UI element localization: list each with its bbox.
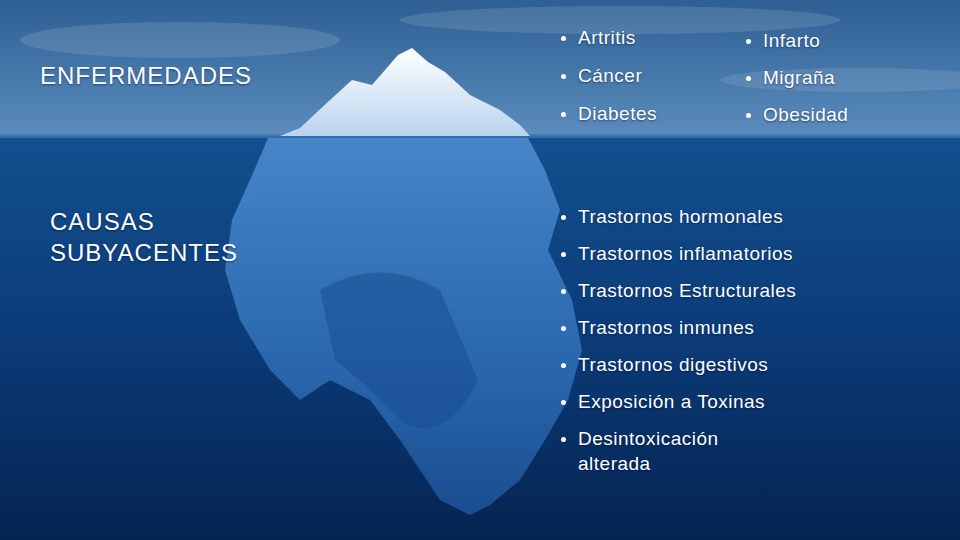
section-heading: ENFERMEDADES bbox=[40, 60, 340, 91]
bullet-dot bbox=[561, 363, 566, 368]
label-text: Diabetes bbox=[578, 103, 657, 124]
cause-item: Trastornos inmunes bbox=[578, 316, 918, 341]
bullet-dot bbox=[561, 437, 566, 442]
label-text: Trastornos inflamatorios bbox=[578, 243, 793, 264]
label-text: Trastornos inmunes bbox=[578, 317, 754, 338]
label-text: Trastornos Estructurales bbox=[578, 280, 796, 301]
label-text: Exposición a Toxinas bbox=[578, 391, 765, 412]
cause-item: Desintoxicación alterada bbox=[578, 427, 778, 476]
label-text: Infarto bbox=[763, 30, 820, 51]
disease-item: Obesidad bbox=[763, 103, 943, 128]
bullet-dot bbox=[561, 74, 566, 79]
sky bbox=[0, 0, 960, 136]
bullet-dot bbox=[746, 113, 751, 118]
iceberg-cavity bbox=[320, 273, 478, 429]
label-text: Cáncer bbox=[578, 65, 642, 86]
bullet-dot bbox=[561, 289, 566, 294]
label-text: Desintoxicación alterada bbox=[578, 428, 719, 474]
iceberg-underwater bbox=[225, 138, 582, 515]
cause-item: Exposición a Toxinas bbox=[578, 390, 918, 415]
cloud bbox=[20, 22, 340, 58]
bullet-dot bbox=[561, 400, 566, 405]
bullet-dot bbox=[561, 112, 566, 117]
label-text: ENFERMEDADES bbox=[40, 62, 252, 89]
bullet-dot bbox=[746, 76, 751, 81]
label-text: CAUSAS SUBYACENTES bbox=[50, 208, 238, 266]
bullet-dot bbox=[561, 215, 566, 220]
bullet-dot bbox=[561, 252, 566, 257]
section-heading: CAUSAS SUBYACENTES bbox=[50, 206, 280, 268]
label-text: Migraña bbox=[763, 67, 835, 88]
disease-item: Infarto bbox=[763, 29, 943, 54]
cause-item: Trastornos Estructurales bbox=[578, 279, 918, 304]
disease-item: Diabetes bbox=[578, 102, 728, 127]
ocean bbox=[0, 136, 960, 540]
cause-item: Trastornos hormonales bbox=[578, 205, 918, 230]
bullet-dot bbox=[561, 36, 566, 41]
disease-item: Migraña bbox=[763, 66, 943, 91]
cause-item: Trastornos inflamatorios bbox=[578, 242, 918, 267]
label-text: Obesidad bbox=[763, 104, 848, 125]
cloud bbox=[720, 68, 960, 92]
label-text: Trastornos hormonales bbox=[578, 206, 783, 227]
cause-item: Trastornos digestivos bbox=[578, 353, 918, 378]
disease-item: Cáncer bbox=[578, 64, 728, 89]
label-text: Artritis bbox=[578, 27, 636, 48]
bullet-dot bbox=[561, 326, 566, 331]
disease-item: Artritis bbox=[578, 26, 728, 51]
iceberg-tip bbox=[280, 48, 530, 136]
bullet-dot bbox=[746, 39, 751, 44]
label-text: Trastornos digestivos bbox=[578, 354, 768, 375]
